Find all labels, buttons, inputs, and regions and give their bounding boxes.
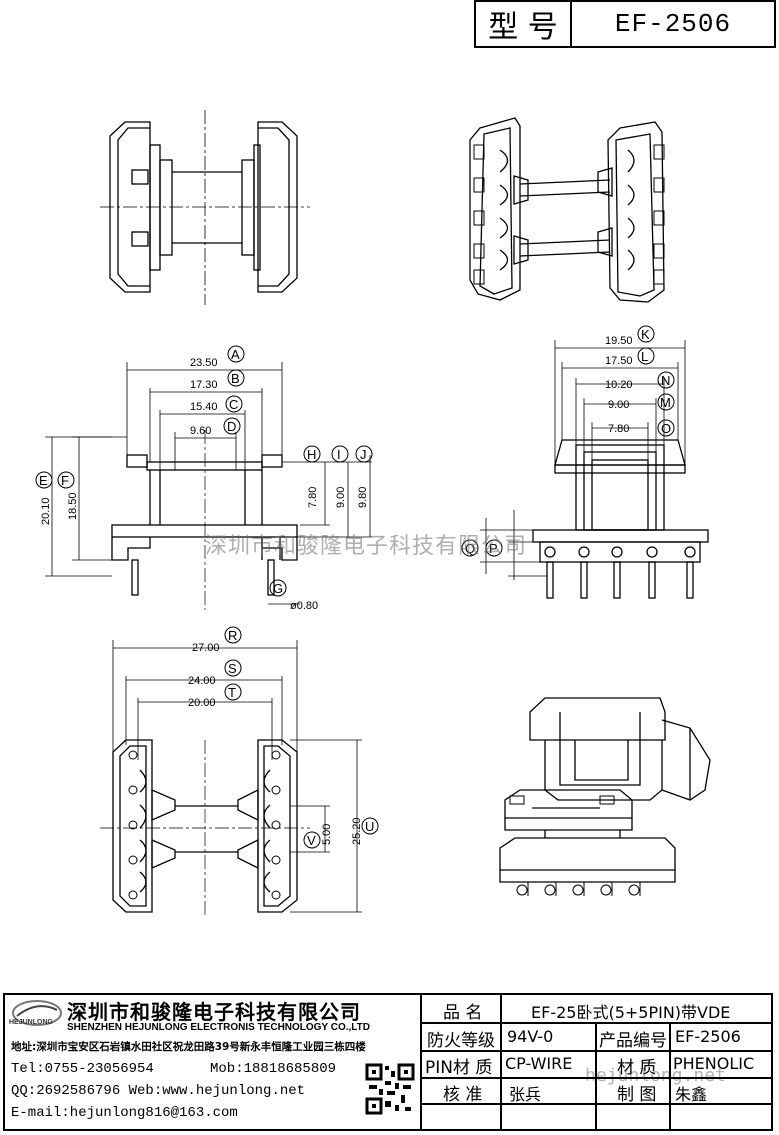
title-block: HEJUNLONG 深圳市和骏隆电子科技有限公司 SHENZHEN HEJUNL… [3,993,773,1131]
product-code-label: 产品编号 [599,1031,667,1051]
letter-r: R [228,628,237,643]
dim-h-value: 7.80 [307,487,319,508]
drawing-label: 制 图 [617,1085,657,1105]
letter-i: I [337,447,341,462]
top-view [100,110,310,305]
dim-g-value: ø0.80 [290,600,318,612]
letter-m: M [660,395,671,410]
company-address: 地址:深圳市宝安区石岩镇水田社区祝龙田路39号新永丰恒隆工业园三栋四楼 [11,1041,366,1053]
letter-n: N [661,373,670,388]
dim-u-value: 25.20 [351,817,363,845]
company-name-cn: 深圳市和骏隆电子科技有限公司 [67,1000,361,1024]
model-value-cell: EF-2506 [570,0,776,48]
company-mob: Mob:18818685809 [210,1061,337,1077]
company-tel: Tel:0755-23056954 [11,1061,154,1077]
reference-letters: A B C D E F G H I J K L N M O P Q R S T … [35,325,675,849]
product-name-value: EF-25卧式(5+5PIN)带VDE [531,1003,731,1022]
qr-code-icon [365,1063,415,1115]
company-email: E-mail:hejunlong816@163.com [11,1105,238,1121]
watermark-text: 深圳市和骏隆电子科技有限公司 [205,534,528,559]
watermark-url: hejunlong.net [585,1065,726,1086]
letter-q: Q [465,541,475,556]
company-qq-web: QQ:2692586796 Web:www.hejunlong.net [11,1083,306,1099]
review-value: 张兵 [509,1085,542,1104]
dim-k-value: 19.50 [605,335,633,347]
letter-g: G [273,581,283,596]
product-name-label: 品 名 [443,1003,483,1023]
letter-j: J [360,447,367,462]
material-label: 材 质 [617,1058,657,1078]
dim-o-value: 7.80 [608,423,629,435]
model-label-cell: 型 号 [474,0,572,48]
dimension-values: 23.50 17.30 15.40 9.60 20.10 18.50 ø0.80… [40,335,633,845]
pin-material-label: PIN材 质 [425,1058,493,1078]
letter-l: L [641,349,648,364]
front-view [45,362,372,610]
side-view [480,340,709,599]
dim-b-value: 17.30 [190,379,218,391]
letter-p: P [489,541,498,556]
letter-f: F [61,473,69,488]
letter-h: H [307,447,316,462]
dim-f-value: 18.50 [67,492,79,520]
bottom-view [100,640,362,915]
model-label: 型 号 [488,10,558,45]
review-label: 核 准 [443,1085,483,1105]
dim-a-value: 23.50 [190,357,218,369]
dim-e-value: 20.10 [40,497,52,525]
iso-top-view [469,117,665,303]
letter-u: U [365,819,374,834]
material-value: PHENOLIC [673,1054,755,1073]
drawing-value: 朱鑫 [675,1085,708,1104]
company-logo-icon [12,1000,62,1026]
dim-n-value: 10.20 [605,379,633,391]
letter-c: C [229,397,238,412]
letter-e: E [39,473,48,488]
dim-j-value: 9.80 [357,487,369,508]
letter-d: D [227,419,236,434]
dim-s-value: 24.00 [188,675,216,687]
letter-o: O [661,421,671,436]
company-name-en: SHENZHEN HEJUNLONG ELECTRONIS TECHNOLOGY… [67,1022,370,1033]
dim-c-value: 15.40 [190,401,218,413]
letter-s: S [228,661,237,676]
dim-l-value: 17.50 [605,355,633,367]
model-value: EF-2506 [614,9,732,39]
product-code-value: EF-2506 [675,1027,741,1046]
dim-d-value: 9.60 [190,425,211,437]
pin-material-value: CP-WIRE [505,1054,573,1073]
logo-text: HEJUNLONG [9,1019,53,1026]
fire-rating-label: 防火等级 [427,1031,495,1051]
dim-i-value: 9.00 [335,487,347,508]
technical-drawing: 23.50 17.30 15.40 9.60 20.10 18.50 ø0.80… [35,110,711,915]
letter-a: A [231,347,240,362]
fire-rating-value: 94V-0 [507,1027,554,1046]
dim-v-value: 5.00 [321,824,333,845]
dim-r-value: 27.00 [192,642,220,654]
letter-k: K [641,327,650,342]
iso-3d-view [499,697,711,896]
letter-t: T [228,685,236,700]
letter-v: V [307,833,316,848]
dim-m-value: 9.00 [608,399,629,411]
dim-t-value: 20.00 [188,697,216,709]
letter-b: B [231,371,240,386]
